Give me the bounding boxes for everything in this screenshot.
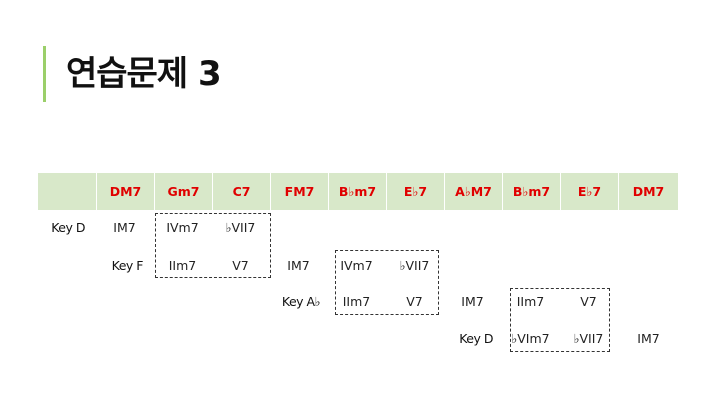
header-empty-cell xyxy=(38,173,96,210)
row-3-cell-7: IM7 xyxy=(461,294,484,309)
row-4-cell-8: ♭VIm7 xyxy=(511,331,550,346)
header-chord-2: Gm7 xyxy=(154,173,212,210)
row-2-cell-5: IVm7 xyxy=(340,258,373,273)
row-2-key-label: Key F xyxy=(111,258,144,273)
header-chord-4: FM7 xyxy=(270,173,328,210)
row-4-key-label: Key D xyxy=(459,331,493,346)
dashed-group-box-1 xyxy=(155,213,271,278)
row-2-cell-3: V7 xyxy=(232,258,249,273)
row-1-key-label: Key D xyxy=(51,220,85,235)
row-1-cell-3: ♭VII7 xyxy=(225,220,256,235)
row-2-cell-6: ♭VII7 xyxy=(399,258,430,273)
dashed-group-box-3 xyxy=(510,288,610,352)
row-3-cell-8: IIm7 xyxy=(516,294,545,309)
row-2-cell-4: IM7 xyxy=(287,258,310,273)
chord-header-row: DM7 Gm7 C7 FM7 B♭m7 E♭7 A♭M7 B♭m7 E♭7 DM… xyxy=(38,173,678,210)
header-chord-5: B♭m7 xyxy=(328,173,386,210)
row-4-cell-10: IM7 xyxy=(637,331,660,346)
dashed-group-box-2 xyxy=(335,250,439,315)
row-1-cell-1: IM7 xyxy=(113,220,136,235)
header-chord-3: C7 xyxy=(212,173,270,210)
row-3-cell-6: V7 xyxy=(406,294,423,309)
row-4-cell-9: ♭VII7 xyxy=(573,331,604,346)
header-chord-6: E♭7 xyxy=(386,173,444,210)
row-3-cell-9: V7 xyxy=(580,294,597,309)
row-1-cell-2: IVm7 xyxy=(166,220,199,235)
header-chord-8: B♭m7 xyxy=(502,173,560,210)
row-2-cell-2: IIm7 xyxy=(168,258,197,273)
row-3-cell-5: IIm7 xyxy=(342,294,371,309)
header-chord-7: A♭M7 xyxy=(444,173,502,210)
header-chord-1: DM7 xyxy=(96,173,154,210)
header-chord-10: DM7 xyxy=(618,173,678,210)
header-chord-9: E♭7 xyxy=(560,173,618,210)
row-3-key-label: Key A♭ xyxy=(281,294,321,309)
slide-title: 연습문제 3 xyxy=(66,54,222,94)
title-accent-bar xyxy=(43,46,46,102)
